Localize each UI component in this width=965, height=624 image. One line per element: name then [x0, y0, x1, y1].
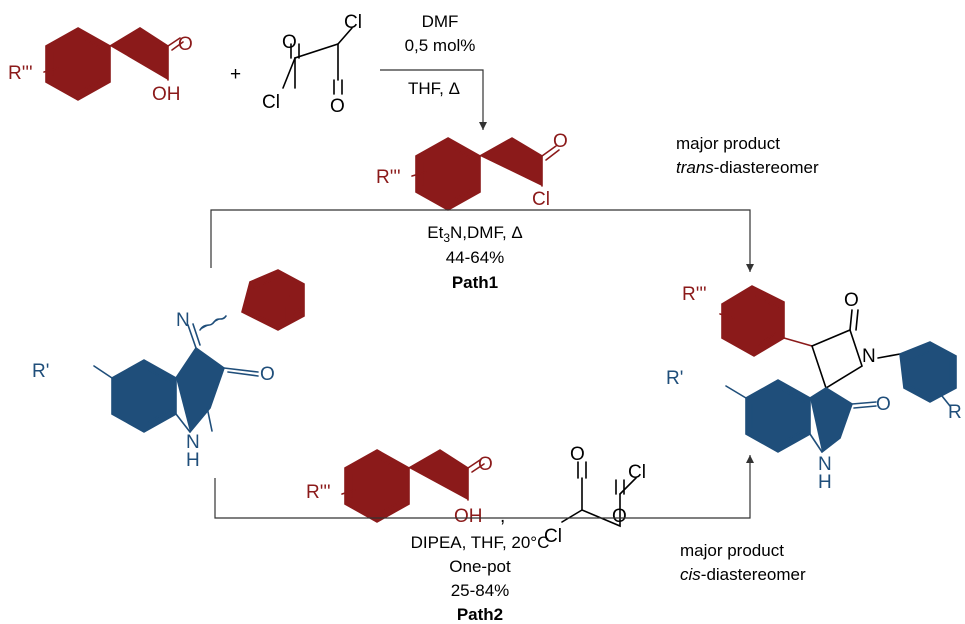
path2-oxalyl-oxygen-2: O	[612, 506, 627, 527]
path2-method: One-pot	[449, 557, 511, 576]
path1-reagents: Et3N,DMF, Δ	[427, 223, 523, 245]
isatin-imine: R' O N N H	[32, 310, 275, 471]
oxalyl-chlorine-2: Cl	[344, 12, 362, 33]
product-nh-n: N	[818, 454, 832, 475]
product-r-triple-prime: R'''	[682, 284, 707, 305]
r-triple-prime-label: R'''	[8, 63, 33, 84]
product-r-prime: R'	[666, 368, 683, 389]
isatin-nh-n: N	[186, 432, 200, 453]
path1-yield: 44-64%	[446, 248, 505, 267]
step1-arrow	[380, 69, 487, 130]
path2-oxalyl-chloride: O O Cl Cl	[544, 444, 646, 547]
path2-label: Path2	[457, 605, 503, 624]
product-r-label: R	[948, 402, 962, 423]
step1-condition-dmf: DMF	[422, 12, 459, 31]
path1-label: Path1	[452, 273, 498, 292]
acyl-oxygen-label: O	[553, 131, 568, 152]
trans-note-line1: major product	[676, 134, 780, 153]
spiro-lactam-product: R''' O N R R' O N H	[666, 284, 962, 493]
step1-condition-solvent: THF, Δ	[408, 79, 460, 98]
phenylacetic-acid: R''' O OH	[8, 27, 193, 105]
path2-acid-hydroxyl: OH	[454, 506, 483, 527]
oxalyl-chloride: O O Cl Cl	[262, 12, 362, 117]
product-nh-h: H	[818, 472, 832, 493]
lactam-oxygen: O	[844, 290, 859, 311]
path2-comma: ,	[500, 506, 505, 527]
step1-condition-loading: 0,5 mol%	[405, 36, 476, 55]
phenylacetyl-chloride: R''' O Cl	[376, 131, 568, 211]
cis-note-line1: major product	[680, 541, 784, 560]
acyl-chlorine-label: Cl	[532, 189, 550, 210]
isatin-nh-h: H	[186, 450, 200, 471]
path1-arrow	[210, 209, 754, 272]
path2-arrow	[214, 455, 754, 519]
path2-conditions: DIPEA, THF, 20°C	[411, 533, 550, 552]
oxalyl-chlorine-1: Cl	[262, 92, 280, 113]
path2-acid: R''' O OH	[306, 449, 493, 527]
carbonyl-oxygen-label: O	[178, 34, 193, 55]
lactam-nitrogen: N	[862, 346, 876, 367]
path2-oxalyl-chlorine-2: Cl	[628, 462, 646, 483]
n-aryl-ring: R''	[241, 269, 305, 331]
trans-note-line2: trans-diastereomer	[676, 158, 819, 177]
product-oxindole-oxygen: O	[876, 394, 891, 415]
oxalyl-oxygen-2: O	[330, 96, 345, 117]
path2-r-triple-prime-label: R'''	[306, 482, 331, 503]
r-double-prime-label: R''	[284, 304, 305, 325]
r-prime-label: R'	[32, 361, 49, 382]
path2-oxalyl-oxygen-1: O	[570, 444, 585, 465]
hydroxyl-label: OH	[152, 84, 181, 105]
path2-oxalyl-chlorine-1: Cl	[544, 526, 562, 547]
path2-acid-oxygen: O	[478, 454, 493, 475]
plus-sign: +	[230, 64, 241, 85]
acyl-r-triple-prime-label: R'''	[376, 167, 401, 188]
path2-yield: 25-84%	[451, 581, 510, 600]
imine-nitrogen-label: N	[176, 310, 190, 331]
cis-note-line2: cis-diastereomer	[680, 565, 806, 584]
oxalyl-oxygen-1: O	[282, 32, 297, 53]
isatin-oxygen-label: O	[260, 364, 275, 385]
